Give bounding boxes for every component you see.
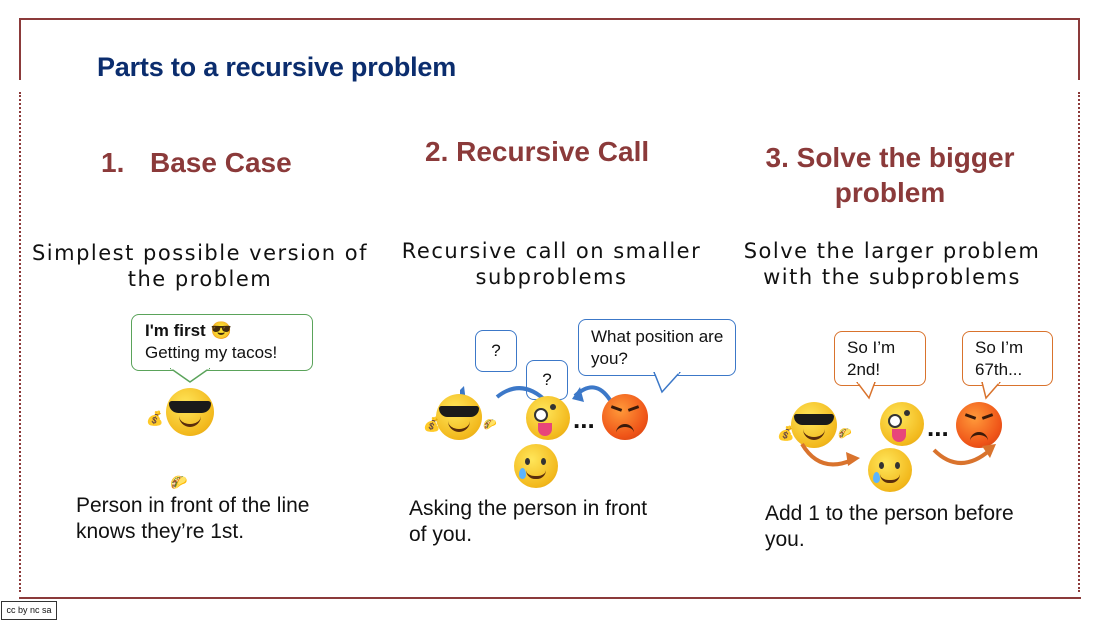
frame-bottom-border <box>19 597 1081 599</box>
ellipsis-3: ... <box>927 412 949 442</box>
question-bubble-tail <box>653 372 682 394</box>
answer-bubble-67th-tail <box>981 382 1001 400</box>
answer-bubble-2nd-text: So I’m 2nd! <box>847 338 896 379</box>
base-case-body: Person in front of the line knows they’r… <box>76 494 310 543</box>
frame-left-border <box>19 18 21 80</box>
frame-top-border <box>19 18 1080 20</box>
taco-icon-3: 🌮 <box>838 428 852 440</box>
frame-right-border <box>1078 18 1080 80</box>
recursive-call-description: Recursive call on smaller subproblems <box>401 239 702 289</box>
answer-bubble-2nd-tail <box>856 382 876 400</box>
base-case-speech-bubble: I'm first 😎 Getting my tacos! <box>131 314 313 371</box>
position-question-text: What position are you? <box>591 327 724 368</box>
base-case-description: Simplest possible version of the problem <box>31 241 369 291</box>
angry-face-emoji <box>602 394 648 440</box>
money-bag-icon: 💰 <box>146 410 164 426</box>
recursive-call-body: Asking the person in front of you. <box>409 497 648 546</box>
position-question-bubble: What position are you? <box>578 319 736 376</box>
cool-face-emoji-2 <box>436 394 482 440</box>
zany-face-emoji <box>526 396 570 440</box>
question-bubble-1: ? <box>475 330 517 372</box>
taco-icon: 🌮 <box>170 474 188 490</box>
creative-commons-license-badge: cc by nc sa <box>1 601 57 620</box>
dotted-right-border <box>1078 92 1080 592</box>
solve-description: Solve the larger problem with the subpro… <box>743 239 1041 289</box>
cool-face-emoji-3 <box>791 402 837 448</box>
zany-face-emoji-3 <box>880 402 924 446</box>
cool-face-emoji <box>166 388 214 436</box>
solve-heading-line1: 3. Solve the bigger <box>765 142 1015 173</box>
angry-face-emoji-3 <box>956 402 1002 448</box>
solve-arrows <box>800 442 996 467</box>
money-bag-icon-3: 💰 <box>777 425 795 441</box>
crying-smile-emoji <box>514 444 558 488</box>
answer-bubble-2nd: So I’m 2nd! <box>834 331 926 386</box>
bubble-text: Getting my tacos! <box>145 343 278 362</box>
taco-icon-2: 🌮 <box>483 419 497 431</box>
ellipsis-2: ... <box>573 404 595 434</box>
base-case-number: 1. <box>101 147 125 178</box>
answer-bubble-67th: So I’m 67th... <box>962 331 1053 386</box>
crying-smile-emoji-3 <box>868 448 912 492</box>
recursive-call-heading: 2. Recursive Call <box>425 136 650 167</box>
money-bag-icon-2: 💰 <box>423 416 441 432</box>
base-case-heading: Base Case <box>150 147 292 178</box>
slide-title: Parts to a recursive problem <box>97 52 457 82</box>
solve-body: Add 1 to the person before you. <box>765 502 1014 551</box>
bubble-bold-text: I'm first 😎 <box>145 321 232 340</box>
solve-heading-line2: problem <box>834 177 946 208</box>
dotted-left-border <box>19 92 21 592</box>
bubble-tail <box>170 368 210 383</box>
answer-bubble-67th-text: So I’m 67th... <box>975 338 1024 379</box>
